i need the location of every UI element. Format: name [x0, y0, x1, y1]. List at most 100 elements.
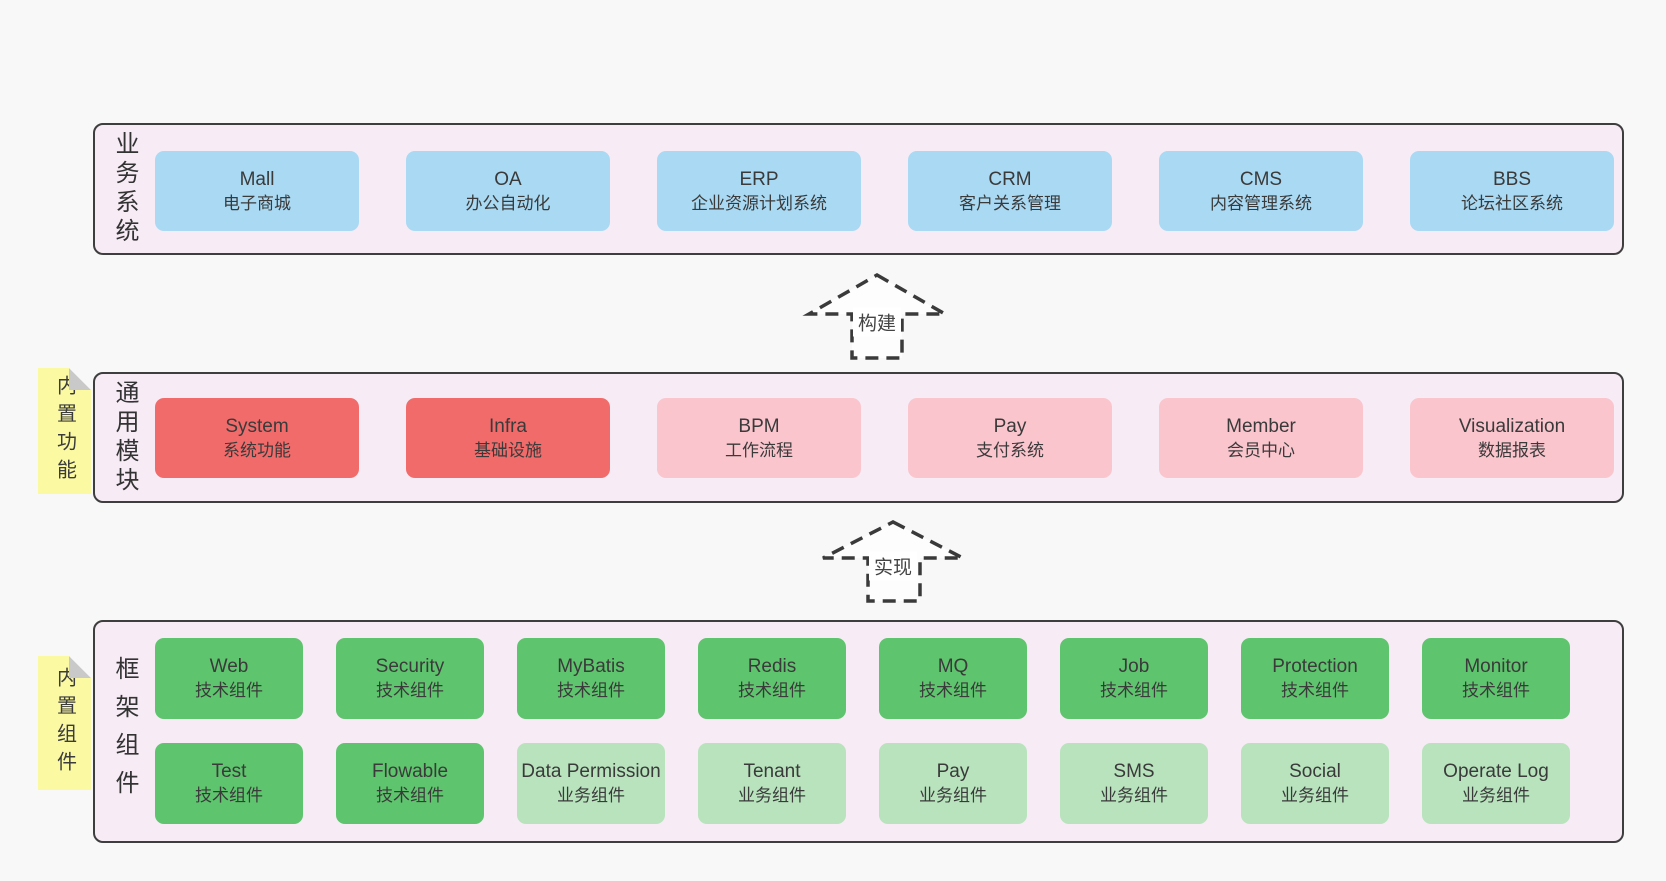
sticky-note-builtin-components: 内置组件 [38, 656, 91, 790]
box-tenant: Tenant 业务组件 [698, 743, 846, 824]
box-visualization: Visualization 数据报表 [1410, 398, 1614, 478]
box-subtitle: 会员中心 [1227, 440, 1295, 460]
panel-common-side-label: 通用模块 [111, 379, 138, 496]
box-subtitle: 技术组件 [376, 681, 444, 700]
box-title: BPM [738, 415, 780, 437]
box-subtitle: 业务组件 [738, 786, 806, 805]
box-bpm: BPM 工作流程 [657, 398, 861, 478]
box-subtitle: 基础设施 [474, 440, 542, 460]
box-title: System [225, 415, 289, 437]
box-subtitle: 业务组件 [1462, 786, 1530, 805]
box-title: Mall [239, 168, 275, 190]
box-flowable: Flowable 技术组件 [336, 743, 484, 824]
box-title: Visualization [1458, 415, 1566, 437]
box-job: Job 技术组件 [1060, 638, 1208, 719]
panel-framework-side-label: 框架组件 [111, 655, 138, 808]
panel-business-systems: 业务系统 Mall 电子商城 OA 办公自动化 ERP 企业资源计划系统 CRM… [93, 123, 1624, 255]
box-subtitle: 业务组件 [1281, 786, 1349, 805]
box-web: Web 技术组件 [155, 638, 303, 719]
box-crm: CRM 客户关系管理 [908, 151, 1112, 231]
box-subtitle: 技术组件 [1100, 681, 1168, 700]
box-subtitle: 电子商城 [223, 193, 291, 213]
box-pay: Pay 支付系统 [908, 398, 1112, 478]
box-mybatis: MyBatis 技术组件 [517, 638, 665, 719]
sticky-note-builtin-features: 内置功能 [38, 368, 91, 494]
box-subtitle: 工作流程 [725, 440, 793, 460]
box-title: Infra [488, 415, 528, 437]
panel-business-side-label: 业务系统 [111, 131, 138, 247]
box-infra: Infra 基础设施 [406, 398, 610, 478]
box-oa: OA 办公自动化 [406, 151, 610, 231]
box-title: Data Permission [521, 761, 661, 782]
box-subtitle: 技术组件 [919, 681, 987, 700]
box-mall: Mall 电子商城 [155, 151, 359, 231]
box-title: MyBatis [557, 656, 625, 677]
box-subtitle: 业务组件 [1100, 786, 1168, 805]
box-title: Test [211, 761, 247, 782]
box-title: Tenant [743, 761, 801, 782]
box-operate-log: Operate Log 业务组件 [1422, 743, 1570, 824]
box-mq: MQ 技术组件 [879, 638, 1027, 719]
box-subtitle: 技术组件 [376, 786, 444, 805]
arrow-label-build: 构建 [852, 307, 902, 337]
box-title: Redis [747, 656, 797, 677]
box-title: Flowable [371, 761, 449, 782]
box-title: MQ [937, 656, 969, 677]
box-title: OA [494, 168, 522, 190]
box-member: Member 会员中心 [1159, 398, 1363, 478]
box-system: System 系统功能 [155, 398, 359, 478]
box-title: Pay [936, 761, 970, 782]
box-title: Social [1289, 761, 1341, 782]
box-subtitle: 业务组件 [919, 786, 987, 805]
box-title: Job [1118, 656, 1150, 677]
box-cms: CMS 内容管理系统 [1159, 151, 1363, 231]
box-subtitle: 客户关系管理 [959, 193, 1061, 213]
box-subtitle: 技术组件 [195, 786, 263, 805]
framework-box-row-2: Test 技术组件 Flowable 技术组件 Data Permission … [155, 743, 1570, 824]
box-monitor: Monitor 技术组件 [1422, 638, 1570, 719]
box-social: Social 业务组件 [1241, 743, 1389, 824]
box-title: Monitor [1464, 656, 1528, 677]
box-subtitle: 论坛社区系统 [1461, 193, 1563, 213]
box-security: Security 技术组件 [336, 638, 484, 719]
box-erp: ERP 企业资源计划系统 [657, 151, 861, 231]
sticky-fold-corner [69, 368, 91, 390]
sticky-fold-corner [69, 656, 91, 678]
box-title: Web [209, 656, 249, 677]
box-title: BBS [1492, 168, 1532, 190]
box-subtitle: 内容管理系统 [1210, 193, 1312, 213]
box-subtitle: 支付系统 [976, 440, 1044, 460]
box-redis: Redis 技术组件 [698, 638, 846, 719]
box-protection: Protection 技术组件 [1241, 638, 1389, 719]
box-title: CRM [988, 168, 1032, 190]
box-pay-component: Pay 业务组件 [879, 743, 1027, 824]
panel-common-modules: 通用模块 System 系统功能 Infra 基础设施 BPM 工作流程 Pay… [93, 372, 1624, 503]
business-box-row: Mall 电子商城 OA 办公自动化 ERP 企业资源计划系统 CRM 客户关系… [155, 151, 1614, 231]
arrow-label-implement: 实现 [868, 551, 918, 581]
framework-box-row-1: Web 技术组件 Security 技术组件 MyBatis 技术组件 Redi… [155, 638, 1570, 719]
box-test: Test 技术组件 [155, 743, 303, 824]
box-title: Security [375, 656, 445, 677]
box-title: SMS [1113, 761, 1155, 782]
box-subtitle: 业务组件 [557, 786, 625, 805]
common-box-row: System 系统功能 Infra 基础设施 BPM 工作流程 Pay 支付系统… [155, 398, 1614, 478]
box-subtitle: 技术组件 [557, 681, 625, 700]
box-subtitle: 企业资源计划系统 [691, 193, 827, 213]
box-subtitle: 技术组件 [738, 681, 806, 700]
panel-framework-components: 框架组件 Web 技术组件 Security 技术组件 MyBatis 技术组件… [93, 620, 1624, 843]
box-subtitle: 技术组件 [1462, 681, 1530, 700]
box-title: Pay [993, 415, 1027, 437]
box-subtitle: 技术组件 [1281, 681, 1349, 700]
box-data-permission: Data Permission 业务组件 [517, 743, 665, 824]
box-title: CMS [1239, 168, 1283, 190]
box-title: Protection [1272, 656, 1358, 677]
box-title: Operate Log [1443, 761, 1549, 782]
box-subtitle: 数据报表 [1478, 440, 1546, 460]
box-sms: SMS 业务组件 [1060, 743, 1208, 824]
box-title: ERP [739, 168, 779, 190]
box-title: Member [1226, 415, 1296, 437]
sticky-note-text: 内置功能 [53, 375, 76, 487]
box-subtitle: 技术组件 [195, 681, 263, 700]
box-bbs: BBS 论坛社区系统 [1410, 151, 1614, 231]
sticky-note-text: 内置组件 [53, 667, 76, 779]
